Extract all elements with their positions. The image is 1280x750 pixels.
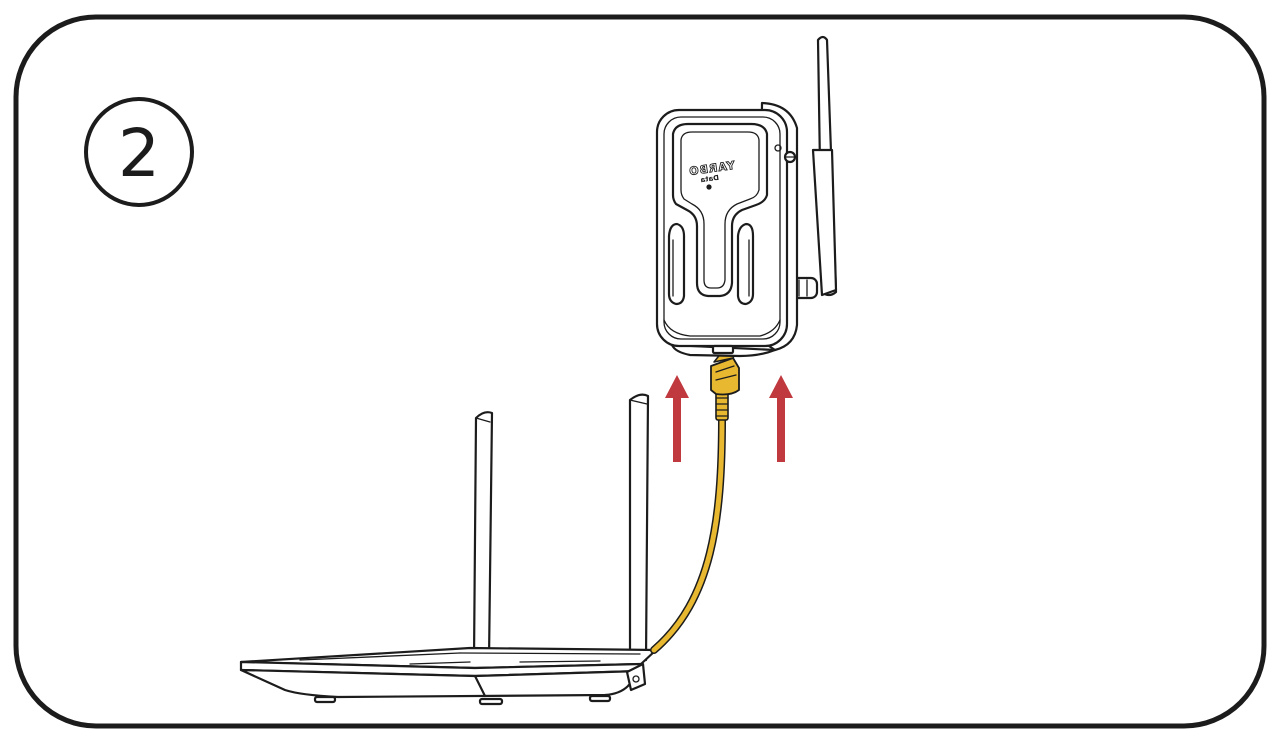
arrow-up-icon-left [665, 375, 689, 462]
module-port [711, 344, 735, 355]
router [239, 393, 658, 706]
router-foot-2 [478, 697, 504, 706]
module-face-plate [671, 122, 769, 298]
module-slot-right [736, 222, 755, 306]
router-antenna-right [628, 393, 650, 662]
ethernet-cable [650, 351, 740, 654]
router-foot-1 [313, 695, 337, 704]
router-foot-3 [588, 694, 612, 703]
module-slot-left [667, 222, 686, 306]
panel-frame [13, 14, 1267, 729]
step-badge-circle [84, 97, 194, 207]
router-antenna-left [472, 411, 494, 662]
step-number: 2 [118, 115, 160, 192]
module-led-icon [706, 184, 712, 190]
module-model-label: Data [700, 174, 720, 185]
router-body [239, 668, 643, 699]
arrow-up-icon-right [769, 375, 793, 462]
step-badge: 2 [84, 97, 194, 207]
router-port [625, 662, 647, 692]
data-module: YARBO Data [655, 35, 838, 358]
module-antenna-base [811, 148, 838, 297]
cable-fill [651, 415, 725, 653]
